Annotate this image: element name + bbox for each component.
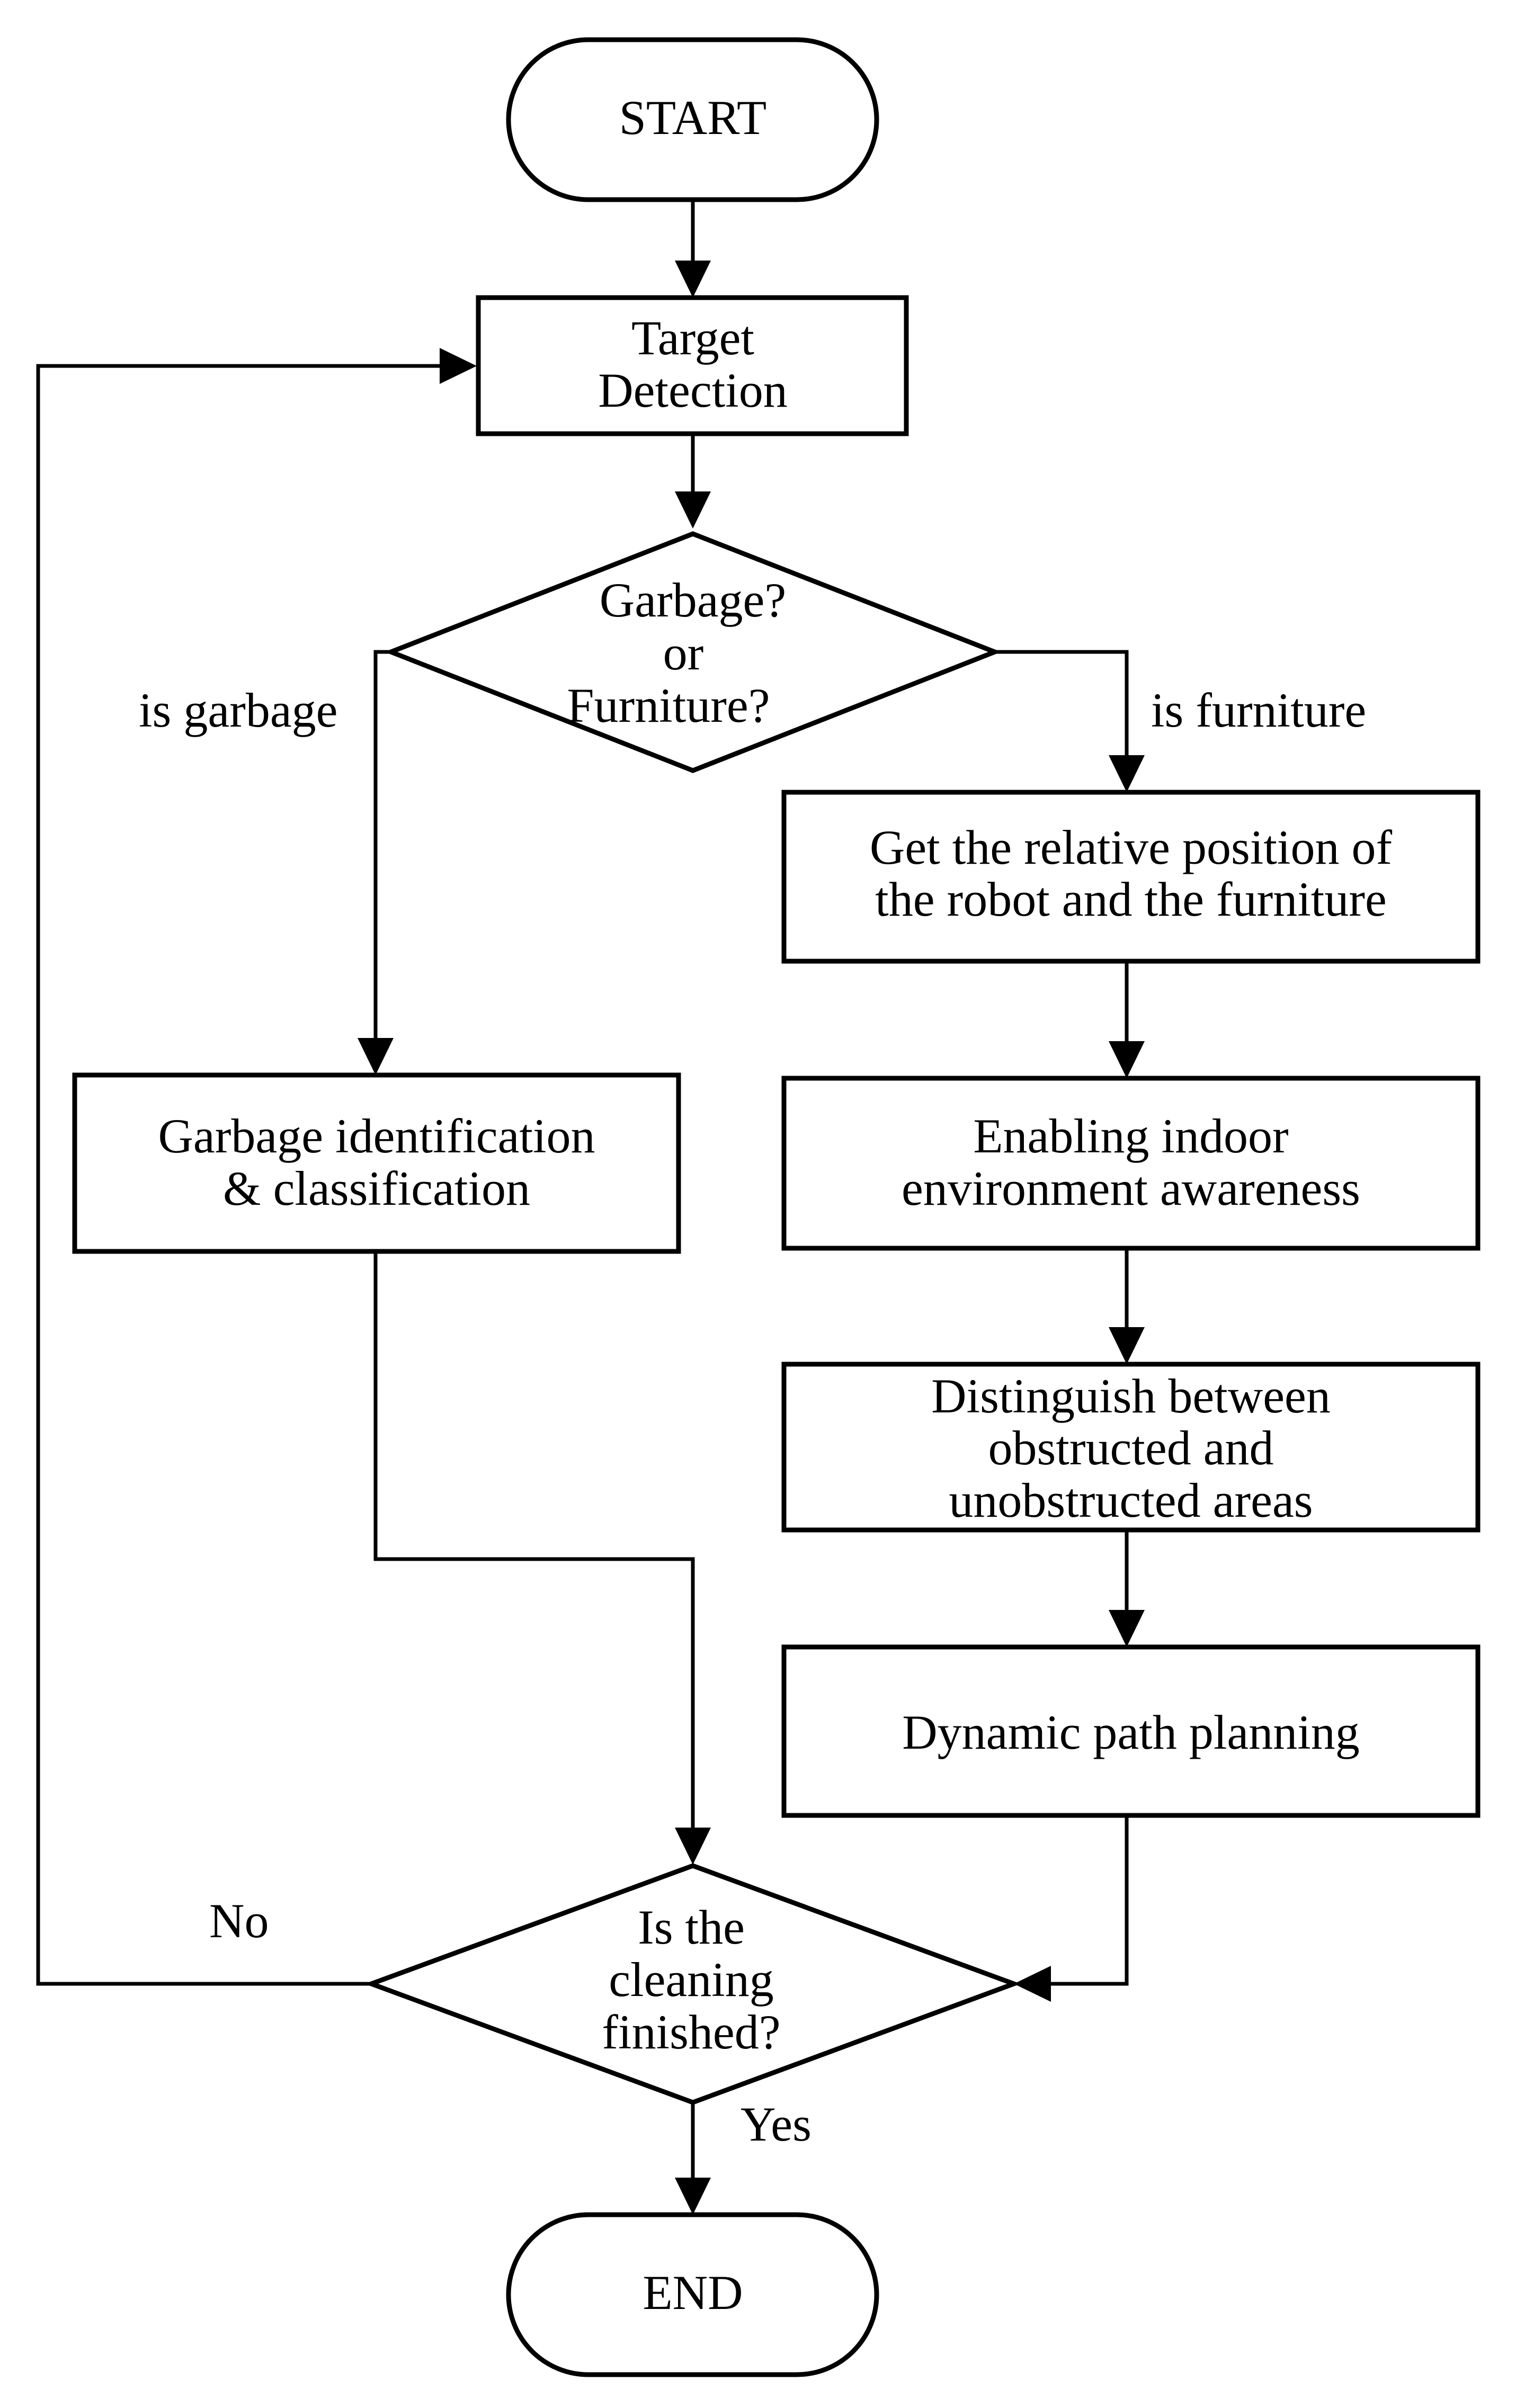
connector-planning-to-finished [1038, 1815, 1129, 1986]
relative-position-line-1: Get the relative position of [870, 820, 1393, 874]
cleaning-finished-decision: Is the cleaning finished? [364, 1863, 1021, 2105]
end-terminator-shape [506, 2212, 879, 2377]
arrowhead-no-loop [440, 348, 477, 384]
connector-furniture-branch [995, 650, 1129, 764]
relative-position-line-2: the robot and the furniture [875, 872, 1387, 926]
target-detection-line-2: Detection [598, 363, 788, 417]
is-furniture-label: is furniture [1151, 683, 1366, 737]
no-label: No [209, 1894, 269, 1948]
distinguish-areas-line-3: unobstructed areas [949, 1473, 1313, 1527]
target-detection-node: Target Detection [476, 295, 909, 436]
path-planning-box [781, 1644, 1481, 1818]
relative-position-node: Get the relative position of the robot a… [781, 790, 1481, 964]
decision-finished-diamond [364, 1863, 1021, 2105]
start-label: START [619, 91, 766, 145]
end-label: END [643, 2266, 743, 2320]
arrowhead-planning-to-finished [1014, 1966, 1051, 2002]
garbage-identification-box [72, 1072, 681, 1254]
path-planning-label: Dynamic path planning [902, 1705, 1360, 1759]
garbage-or-furniture-decision: Garbage? or Furniture? [384, 531, 1002, 773]
arrowhead-to-detection [675, 261, 711, 298]
arrowhead-to-decision [675, 491, 711, 529]
distinguish-areas-node: Distinguish between obstructed and unobs… [781, 1362, 1481, 1533]
path-planning-node: Dynamic path planning [781, 1644, 1481, 1818]
garbage-identification-line-2: & classification [223, 1161, 530, 1215]
connector-garbage-to-finished [373, 1251, 695, 1835]
decision-type-line-1: Garbage? [600, 573, 786, 627]
distinguish-areas-line-1: Distinguish between [931, 1369, 1331, 1423]
arrowhead-to-distinguish [1109, 1327, 1145, 1364]
environment-awareness-line-2: environment awareness [902, 1161, 1360, 1215]
is-garbage-label: is garbage [139, 683, 338, 737]
decision-type-line-2: or [663, 626, 704, 680]
arrowhead-to-relative-position [1109, 755, 1145, 792]
environment-awareness-box [781, 1076, 1481, 1251]
environment-awareness-node: Enabling indoor environment awareness [781, 1076, 1481, 1251]
arrowhead-to-awareness [1109, 1041, 1145, 1078]
decision-type-diamond [384, 531, 1002, 773]
relative-position-box [781, 790, 1481, 964]
garbage-identification-node: Garbage identification & classification [72, 1072, 681, 1254]
arrowhead-to-garbage-identification [358, 1038, 394, 1075]
garbage-identification-line-1: Garbage identification [158, 1109, 595, 1163]
target-detection-line-1: Target [631, 311, 754, 365]
arrowheads [358, 261, 1145, 2215]
distinguish-areas-box [781, 1362, 1481, 1533]
start-node: START [506, 37, 879, 202]
arrowhead-to-planning [1109, 1610, 1145, 1647]
decision-finished-line-3: finished? [602, 2005, 780, 2059]
distinguish-areas-line-2: obstructed and [988, 1421, 1273, 1475]
environment-awareness-line-1: Enabling indoor [973, 1109, 1288, 1163]
target-detection-box [476, 295, 909, 436]
decision-finished-line-1: Is the [638, 1900, 745, 1954]
connector-no-loop [36, 364, 440, 1986]
yes-label: Yes [741, 2097, 811, 2151]
arrowhead-garbage-to-finished [675, 1828, 711, 1865]
end-node: END [506, 2212, 879, 2377]
decision-type-line-3: Furniture? [567, 678, 770, 732]
arrowhead-to-end [675, 2178, 711, 2215]
connector-garbage-branch [373, 650, 391, 1046]
start-terminator-shape [506, 37, 879, 202]
decision-finished-line-2: cleaning [609, 1953, 774, 2007]
